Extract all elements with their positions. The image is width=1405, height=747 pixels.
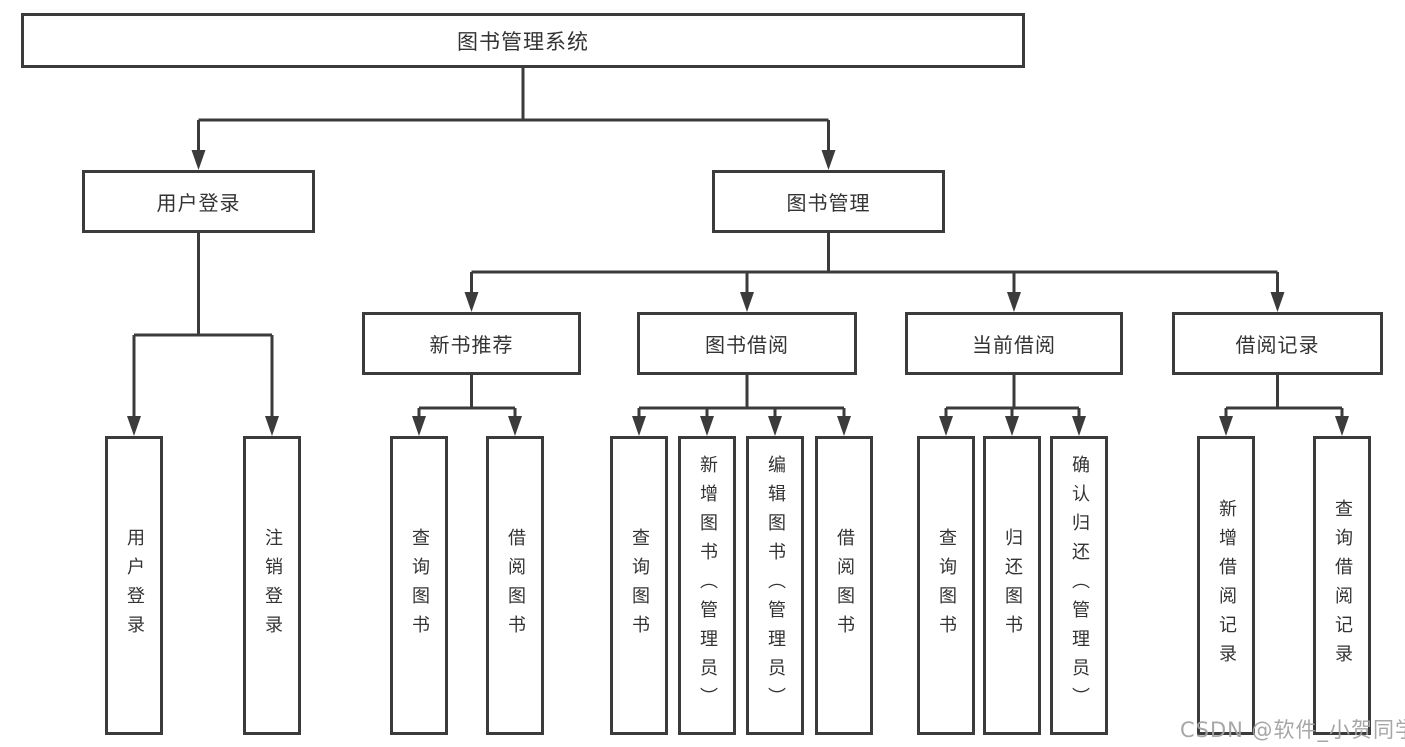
node-leaf-query-books-3: 查询图书 [917, 436, 975, 735]
node-leaf-query-books-2: 查询图书 [610, 436, 668, 735]
node-new-book-recommend: 新书推荐 [362, 312, 581, 375]
node-label: 新增借阅记录 [1216, 498, 1237, 673]
node-label: 新书推荐 [429, 333, 514, 357]
node-label: 编辑图书（管理员） [765, 455, 786, 716]
node-leaf-query-borrow-record: 查询借阅记录 [1313, 436, 1371, 735]
node-leaf-query-books-1: 查询图书 [390, 436, 448, 735]
node-label: 注销登录 [262, 527, 283, 644]
node-label: 新增图书（管理员） [697, 455, 718, 716]
node-leaf-logout: 注销登录 [243, 436, 301, 735]
node-label: 用户登录 [124, 527, 145, 644]
node-book-borrow: 图书借阅 [637, 312, 857, 375]
node-current-borrow: 当前借阅 [905, 312, 1123, 375]
node-borrow-records: 借阅记录 [1172, 312, 1383, 375]
node-label: 图书管理 [786, 191, 871, 215]
node-leaf-borrow-books-2: 借阅图书 [815, 436, 873, 735]
node-leaf-user-login: 用户登录 [105, 436, 163, 735]
node-label: 查询借阅记录 [1332, 498, 1353, 673]
node-label: 当前借阅 [972, 333, 1056, 357]
node-label: 借阅记录 [1235, 333, 1320, 357]
node-leaf-edit-book-admin: 编辑图书（管理员） [746, 436, 804, 735]
node-book-management-branch: 图书管理 [712, 170, 945, 233]
node-label: 借阅图书 [834, 527, 855, 644]
node-leaf-borrow-books-1: 借阅图书 [486, 436, 544, 735]
node-label: 确认归还（管理员） [1069, 455, 1090, 716]
node-label: 归还图书 [1002, 527, 1023, 644]
node-leaf-confirm-return-admin: 确认归还（管理员） [1050, 436, 1108, 735]
node-user-login-branch: 用户登录 [82, 170, 315, 233]
node-label: 查询图书 [409, 527, 430, 644]
node-leaf-return-book: 归还图书 [983, 436, 1041, 735]
node-label: 图书管理系统 [457, 29, 589, 54]
csdn-watermark: CSDN @软件_小贺同学 [1180, 718, 1405, 742]
node-label: 查询图书 [629, 527, 650, 644]
node-leaf-add-borrow-record: 新增借阅记录 [1197, 436, 1255, 735]
node-system-root: 图书管理系统 [21, 13, 1025, 68]
node-label: 图书借阅 [705, 333, 789, 357]
node-label: 借阅图书 [505, 527, 526, 644]
node-label: 用户登录 [156, 191, 241, 215]
node-label: 查询图书 [936, 527, 957, 644]
node-leaf-add-book-admin: 新增图书（管理员） [678, 436, 736, 735]
